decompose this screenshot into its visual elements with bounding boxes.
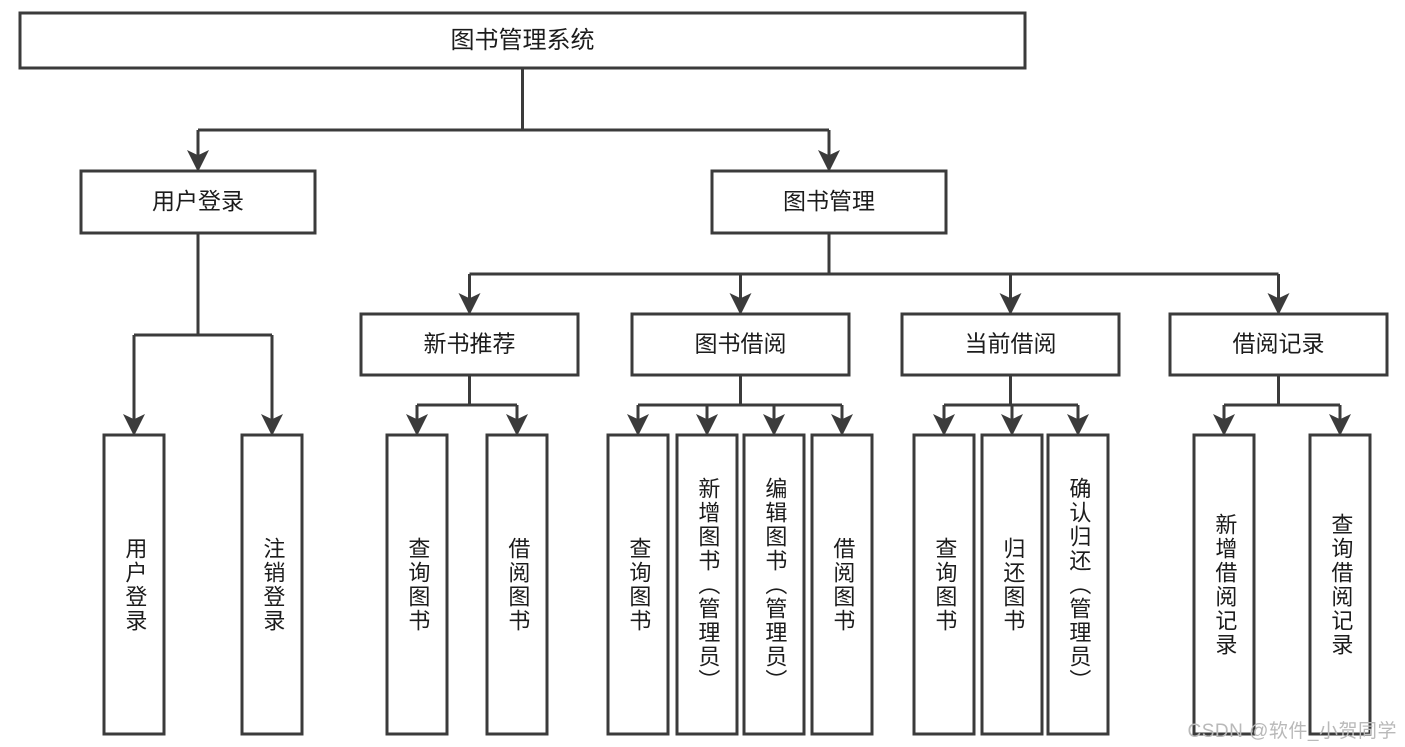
node-label-new-book-rec: 新书推荐 (424, 331, 516, 357)
node-box-leaf-borrow-edit-book[interactable] (742, 433, 806, 736)
node-boxes (18, 11, 1389, 736)
node-box-leaf-cur-confirm-return[interactable] (1046, 433, 1110, 736)
node-box-leaf-user-logout[interactable] (240, 433, 304, 736)
node-label-book-borrow: 图书借阅 (695, 331, 787, 357)
node-box-new-book-rec[interactable] (359, 312, 580, 377)
node-box-leaf-user-login[interactable] (102, 433, 166, 736)
node-box-leaf-rec-add-record[interactable] (1192, 433, 1256, 736)
node-box-leaf-borrow-query-book[interactable] (606, 433, 670, 736)
node-box-leaf-cur-return-book[interactable] (980, 433, 1044, 736)
node-label-user-login: 用户登录 (152, 188, 244, 214)
node-box-book-borrow[interactable] (630, 312, 851, 377)
node-label-book-manage: 图书管理 (783, 188, 875, 214)
node-label-borrow-record: 借阅记录 (1233, 331, 1325, 357)
node-box-root[interactable] (18, 11, 1027, 70)
node-label-root: 图书管理系统 (451, 27, 595, 54)
connector-lines (123, 68, 1351, 436)
node-box-leaf-rec-query-book[interactable] (385, 433, 449, 736)
node-box-leaf-borrow-add-book[interactable] (675, 433, 739, 736)
node-box-leaf-borrow-borrow-book[interactable] (810, 433, 874, 736)
node-label-current-borrow: 当前借阅 (965, 331, 1057, 357)
node-box-leaf-rec-borrow-book[interactable] (485, 433, 549, 736)
node-box-user-login[interactable] (79, 169, 317, 235)
node-box-book-manage[interactable] (710, 169, 948, 235)
watermark-text: CSDN @软件_小贺同学 (1187, 721, 1397, 742)
node-box-current-borrow[interactable] (900, 312, 1121, 377)
node-box-borrow-record[interactable] (1168, 312, 1389, 377)
node-box-leaf-rec-query-record[interactable] (1308, 433, 1372, 736)
node-box-leaf-cur-query-book[interactable] (912, 433, 976, 736)
